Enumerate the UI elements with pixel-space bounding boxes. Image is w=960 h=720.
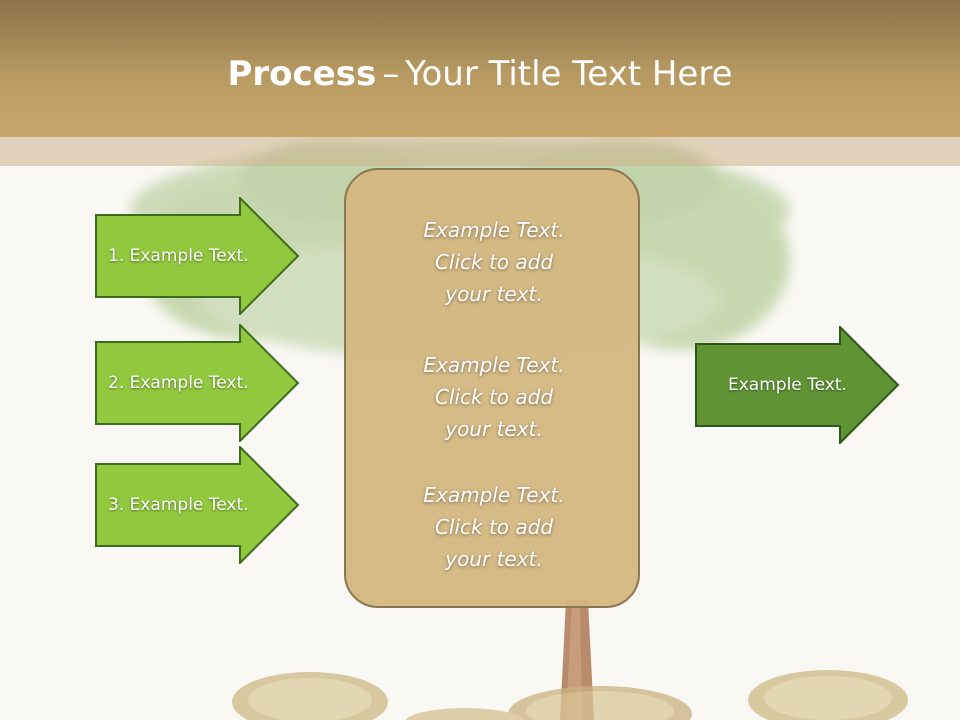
title-rest: Your Title Text Here bbox=[405, 54, 733, 94]
step-arrow-2-label: 2. Example Text. bbox=[108, 373, 249, 393]
arrow-shape bbox=[95, 446, 300, 564]
coins bbox=[232, 670, 908, 720]
center-line: your text. bbox=[445, 417, 543, 441]
center-line: Click to add bbox=[434, 250, 554, 274]
step-arrow-3-label: 3. Example Text. bbox=[108, 495, 249, 515]
center-text-block-3: Example Text. Click to add your text. bbox=[346, 479, 642, 575]
arrow-shape bbox=[695, 326, 900, 444]
step-arrow-1-label: 1. Example Text. bbox=[108, 246, 249, 266]
arrow-shape bbox=[95, 324, 300, 442]
result-arrow-label: Example Text. bbox=[728, 375, 847, 395]
center-text-block-1: Example Text. Click to add your text. bbox=[346, 214, 642, 310]
center-line: Example Text. bbox=[423, 353, 565, 377]
center-line: Click to add bbox=[434, 385, 554, 409]
step-arrow-3[interactable]: 3. Example Text. bbox=[95, 446, 301, 564]
title-dash: – bbox=[382, 54, 400, 94]
slide-title[interactable]: Process–Your Title Text Here bbox=[0, 52, 960, 96]
title-bar bbox=[0, 0, 960, 137]
result-arrow[interactable]: Example Text. bbox=[695, 326, 901, 444]
arrow-shape bbox=[95, 197, 300, 315]
step-arrow-2[interactable]: 2. Example Text. bbox=[95, 324, 301, 442]
center-line: Click to add bbox=[434, 515, 554, 539]
step-arrow-1[interactable]: 1. Example Text. bbox=[95, 197, 301, 315]
center-text-block-2: Example Text. Click to add your text. bbox=[346, 349, 642, 445]
center-line: your text. bbox=[445, 282, 543, 306]
center-line: your text. bbox=[445, 547, 543, 571]
center-line: Example Text. bbox=[423, 483, 565, 507]
center-text-box[interactable]: Example Text. Click to add your text. Ex… bbox=[344, 168, 640, 608]
center-line: Example Text. bbox=[423, 218, 565, 242]
title-bold-word: Process bbox=[227, 54, 377, 94]
title-bar-accent-strip bbox=[0, 137, 960, 166]
